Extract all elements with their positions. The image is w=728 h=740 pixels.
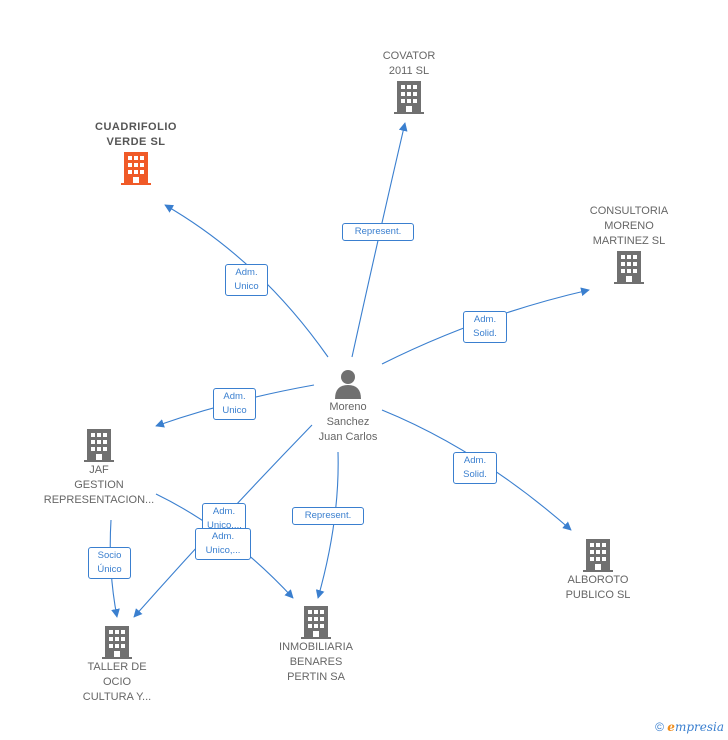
node-person[interactable]: Moreno Sanchez Juan Carlos [298,368,398,445]
node-label: TALLER DE OCIO CULTURA Y... [82,661,152,703]
edge-label-represent-covator[interactable]: Represent. [342,223,414,241]
building-icon [301,606,331,639]
node-inmobiliaria[interactable]: INMOBILIARIA BENARES PERTIN SA [262,604,370,685]
building-icon [84,429,114,462]
node-label: CONSULTORIA MORENO MARTINEZ SL [589,205,669,247]
building-icon [102,626,132,659]
brand-footer[interactable]: © empresia [655,720,724,734]
edge-label-socio-taller[interactable]: Socio Único [88,547,131,579]
edge-label-adm-jaf[interactable]: Adm. Unico [213,388,256,420]
node-covator[interactable]: COVATOR 2011 SL [360,49,458,115]
edge-line-inmobiliaria [315,451,339,599]
building-icon [121,152,151,185]
node-label: JAF GESTION REPRESENTACION... [43,464,155,506]
node-label: INMOBILIARIA BENARES PERTIN SA [279,641,353,683]
node-label: Moreno Sanchez Juan Carlos [318,401,378,443]
copyright-icon: © [655,720,664,734]
edge-label-jaf-inmobiliaria[interactable]: Adm. Unico,... [195,528,251,560]
node-jaf[interactable]: JAF GESTION REPRESENTACION... [36,427,162,508]
node-taller[interactable]: TALLER DE OCIO CULTURA Y... [66,624,168,705]
edge-label-represent-inmobiliaria[interactable]: Represent. [292,507,364,525]
building-icon [583,539,613,572]
node-consultoria[interactable]: CONSULTORIA MORENO MARTINEZ SL [574,204,684,285]
edge-label-adm-alboroto[interactable]: Adm. Solid. [453,452,497,484]
edge-label-adm-consultoria[interactable]: Adm. Solid. [463,311,507,343]
node-label: CUADRIFOLIO VERDE SL [95,121,177,148]
building-icon [614,251,644,284]
node-alboroto[interactable]: ALBOROTO PUBLICO SL [548,537,648,603]
node-label: ALBOROTO PUBLICO SL [565,574,631,601]
person-icon [335,370,361,399]
node-cuadrifolio[interactable]: CUADRIFOLIO VERDE SL [76,120,196,186]
edge-label-adm-cuadrifolio[interactable]: Adm. Unico [225,264,268,296]
brand-logo: empresia [667,720,724,734]
node-label: COVATOR 2011 SL [382,50,436,77]
building-icon [394,81,424,114]
